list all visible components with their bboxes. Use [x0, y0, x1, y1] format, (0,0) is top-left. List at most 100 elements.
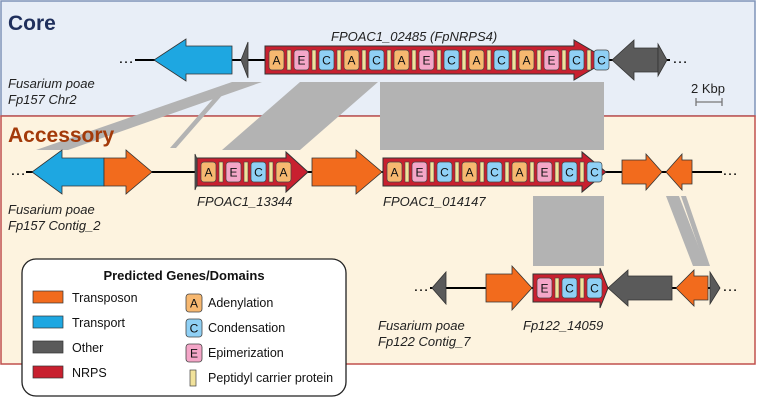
domain-c	[318, 49, 335, 71]
domain-c	[561, 277, 578, 299]
legend-gene-label: Other	[72, 341, 103, 355]
domain-c	[443, 49, 460, 71]
organism-label-contig7-species: Fusarium poae	[378, 318, 465, 333]
organism-label-contig7-strain: Fp122 Contig_7	[378, 334, 471, 349]
synteny-band-nrps-left	[222, 82, 378, 150]
legend-domain-c	[185, 318, 203, 338]
legend-domain-letter: E	[190, 347, 198, 361]
synteny-band-nrps-right	[380, 82, 604, 150]
domain-a	[518, 49, 535, 71]
pcp-domain	[454, 161, 460, 183]
domain-e	[543, 49, 560, 71]
domain-letter: A	[279, 166, 287, 180]
pcp-domain	[536, 49, 542, 71]
scale-bar-label: 2 Kbp	[691, 81, 725, 96]
legend-swatch-nrps	[32, 365, 64, 379]
gene-arrow-transposon	[621, 152, 663, 192]
domain-e	[536, 161, 553, 183]
domain-e	[293, 49, 310, 71]
pcp-domain	[529, 161, 535, 183]
legend-title: Predicted Genes/Domains	[103, 268, 264, 283]
domain-e	[418, 49, 435, 71]
domain-c	[436, 161, 453, 183]
domain-a	[275, 161, 292, 183]
domain-letter: C	[447, 54, 456, 68]
organism-label-chr2-species: Fusarium poae	[8, 76, 95, 91]
gene-label-02485: FPOAC1_02485 (FpNRPS4)	[331, 29, 497, 44]
pcp-domain	[579, 161, 585, 183]
gene-arrow-other-small	[709, 270, 721, 306]
legend-swatch-transposon	[32, 290, 64, 304]
domain-letter: C	[565, 166, 574, 180]
pcp-domain	[561, 49, 567, 71]
accessory-title: Accessory	[8, 124, 115, 147]
domain-a	[343, 49, 360, 71]
legend-swatch-other	[32, 340, 64, 354]
domain-letter: E	[422, 54, 430, 68]
organism-label-contig2-strain: Fp157 Contig_2	[8, 218, 101, 233]
domain-e	[225, 161, 242, 183]
domain-c	[250, 161, 267, 183]
domain-letter: C	[565, 282, 574, 296]
legend-gene-label: Transport	[72, 316, 126, 330]
domain-a	[268, 49, 285, 71]
domain-letter: E	[540, 166, 548, 180]
scale-bar: 2 Kbp	[691, 81, 725, 106]
pcp-domain	[554, 277, 560, 299]
organism-label-contig2-species: Fusarium poae	[8, 202, 95, 217]
gene-label-13344: FPOAC1_13344	[197, 194, 292, 209]
domain-letter: A	[397, 54, 405, 68]
domain-c	[561, 161, 578, 183]
pcp-domain	[436, 49, 442, 71]
pcp-domain	[286, 49, 292, 71]
legend-domain-label: Condensation	[208, 321, 285, 335]
domain-letter: C	[590, 166, 599, 180]
domain-letter: A	[472, 54, 480, 68]
synteny-bands	[36, 82, 710, 266]
domain-a	[468, 49, 485, 71]
gene-arrow-other	[607, 269, 673, 307]
domain-c	[568, 49, 585, 71]
pcp-domain	[311, 49, 317, 71]
synteny-band-lower-nrps	[533, 196, 604, 266]
pcp-domain	[511, 49, 517, 71]
pcp-domain	[386, 49, 392, 71]
domain-letter: E	[415, 166, 423, 180]
domain-letter: C	[254, 166, 263, 180]
domain-letter: A	[204, 166, 212, 180]
gene-arrow-transport	[31, 149, 105, 195]
domain-e	[411, 161, 428, 183]
core-title: Core	[8, 12, 56, 35]
domain-letter: E	[547, 54, 555, 68]
pcp-domain	[361, 49, 367, 71]
legend-box	[21, 258, 347, 397]
domain-letter: C	[490, 166, 499, 180]
synteny-band-lower-right-a	[666, 196, 706, 266]
domain-a	[461, 161, 478, 183]
track-ellipsis: …	[722, 162, 738, 179]
gene-arrow-other-small	[431, 270, 447, 306]
domain-c	[586, 277, 603, 299]
pcp-domain	[243, 161, 249, 183]
domain-c	[368, 49, 385, 71]
pcp-domain	[479, 161, 485, 183]
domain-c	[493, 49, 510, 71]
domain-a	[386, 161, 403, 183]
legend-domain-letter: A	[190, 297, 198, 311]
organism-label-chr2-strain: Fp157 Chr2	[8, 92, 77, 107]
domain-letter: A	[465, 166, 473, 180]
synteny-band-thin	[170, 84, 232, 148]
pcp-domain	[579, 277, 585, 299]
legend-domain-label: Peptidyl carrier protein	[208, 371, 333, 385]
track-ellipsis: …	[118, 50, 134, 67]
gene-arrow-transposon	[103, 149, 153, 195]
gene-arrow-transport	[153, 38, 233, 82]
domain-a	[511, 161, 528, 183]
domain-letter: A	[515, 166, 523, 180]
